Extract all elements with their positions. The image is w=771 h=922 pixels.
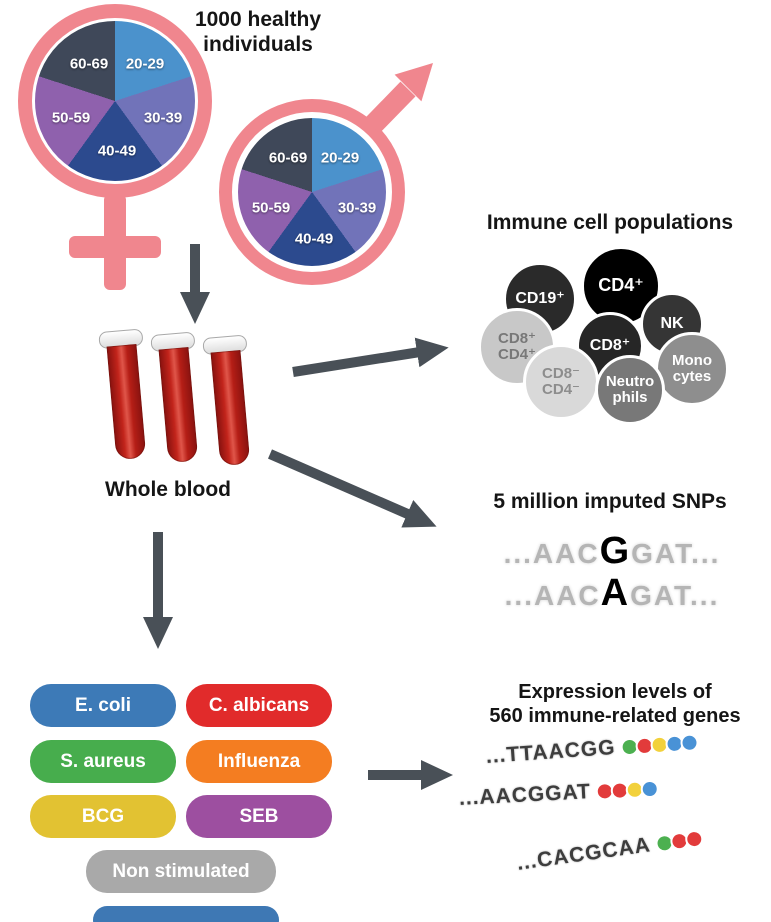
cell-monocytes: Mono cytes: [655, 332, 729, 406]
cell-neutrophils: Neutro phils: [595, 355, 665, 425]
stimulus-ecoli: E. coli: [30, 684, 176, 727]
tube-blood: [158, 346, 199, 464]
expression-title: Expression levels of 560 immune-related …: [489, 681, 741, 727]
figure-title: 1000 healthy individuals: [194, 8, 322, 56]
expression-dot: [640, 779, 660, 799]
stimulus-influenza: Influenza: [186, 740, 332, 783]
stimulus-seb: SEB: [186, 795, 332, 838]
stimulus-saureus: S. aureus: [30, 740, 176, 783]
stimulus-nonstimulated: Non stimulated: [86, 850, 276, 893]
age-label: 60-69: [69, 55, 109, 73]
snp-variant-allele: G: [599, 530, 632, 572]
snp-seq-prefix: ...AAC: [504, 580, 601, 611]
age-label: 60-69: [268, 149, 308, 167]
arrow-blood-to-snps: [268, 449, 437, 528]
stimulus-bcg: BCG: [30, 795, 176, 838]
snp-sequence-2: ...AACAGAT...: [452, 570, 771, 619]
whole-blood-label: Whole blood: [105, 478, 231, 501]
male-arrow: [366, 63, 433, 133]
arrow-blood-to-cells: [292, 337, 449, 377]
age-label: 40-49: [97, 142, 137, 160]
cropped-pill: [93, 906, 279, 922]
snp-variant-allele: A: [600, 572, 631, 614]
snp-seq-suffix: GAT...: [630, 580, 720, 611]
female-crossbar: [69, 236, 161, 258]
snp-seq-suffix: GAT...: [631, 538, 721, 569]
male-age-pie: 20-29 30-39 40-49 50-59 60-69: [236, 116, 388, 268]
age-label: 20-29: [125, 55, 165, 73]
expression-dot: [679, 733, 699, 753]
cell-cd8neg-cd4neg: CD8⁻ CD4⁻: [523, 344, 599, 420]
age-label: 50-59: [251, 199, 291, 217]
tube-blood: [210, 349, 251, 467]
age-label: 40-49: [294, 230, 334, 248]
stimulus-calbicans: C. albicans: [186, 684, 332, 727]
age-label: 20-29: [320, 149, 360, 167]
snp-seq-prefix: ...AAC: [503, 538, 600, 569]
female-age-pie: 20-29 30-39 40-49 50-59 60-69: [33, 19, 197, 183]
age-label: 30-39: [337, 199, 377, 217]
age-label: 30-39: [143, 109, 183, 127]
snps-title: 5 million imputed SNPs: [493, 490, 727, 513]
snp-sequence-1: ...AACGGAT...: [452, 528, 771, 577]
age-label: 50-59: [51, 109, 91, 127]
tube-blood: [106, 343, 147, 461]
immune-cells-title: Immune cell populations: [486, 211, 734, 234]
